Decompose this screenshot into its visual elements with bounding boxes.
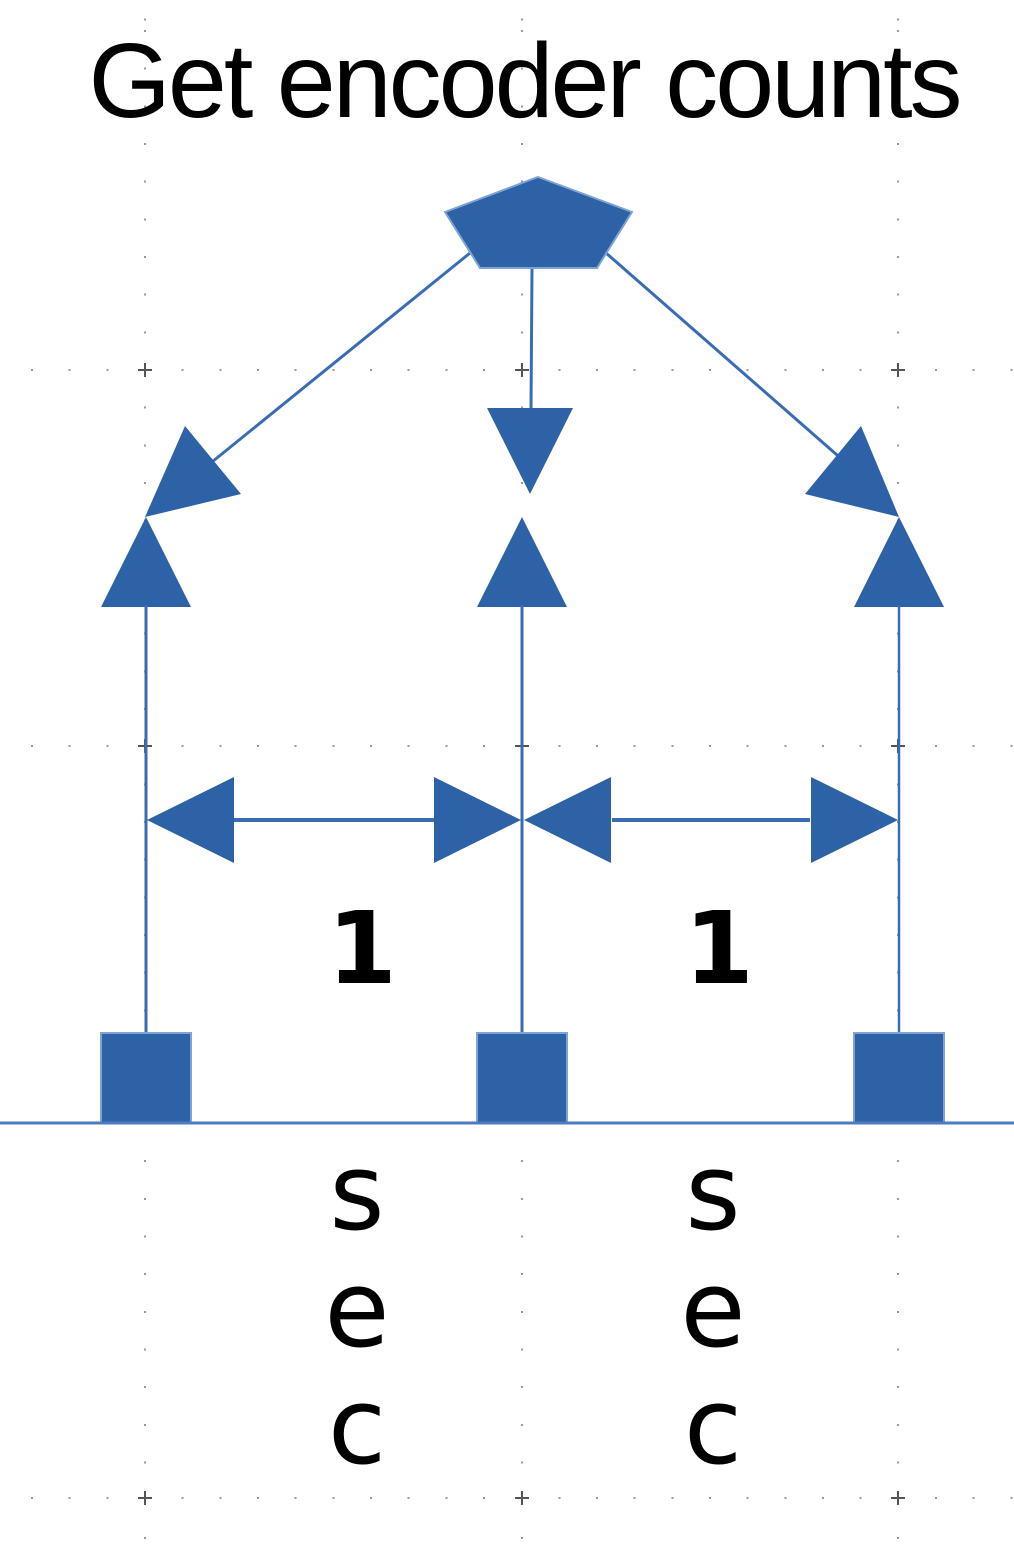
grid-cross [138,363,152,377]
diagram-title: Get encoder counts [88,22,962,140]
pulse-square-left [100,1032,192,1124]
branch-connector-center [529,267,534,410]
up-arrowhead-center [477,517,567,607]
pulse-square-center [476,1032,568,1124]
up-arrowhead-right [854,517,944,607]
interval-arrow-left-head-right [434,777,521,863]
interval-value-right: 1 [684,890,754,1007]
up-arrowhead-left [101,517,191,607]
grid-cross [515,1491,529,1505]
diagonal-arrowhead-right [805,426,899,517]
interval-arrow-right-head-left [524,777,611,863]
grid-cross [891,1491,905,1505]
interval-unit-right: s e c [680,1131,746,1488]
interval-arrow-right-head-right [811,777,898,863]
down-arrowhead-center [487,408,573,494]
diagonal-arrowhead-left [145,426,241,517]
interval-arrow-right [524,777,898,863]
start-pentagon [443,175,634,269]
grid-row-middle [0,745,1014,747]
interval-value-left: 1 [327,890,397,1007]
pulse-square-right [853,1032,945,1124]
interval-unit-left: s e c [324,1131,390,1488]
grid-row-top [0,369,1014,371]
grid-cross [515,363,529,377]
branch-connector-right [605,251,846,464]
interval-arrow-left-head-left [147,777,234,863]
branch-connector-left [206,251,471,468]
grid-row-bottom [0,1497,1014,1499]
grid-cross [138,1491,152,1505]
interval-arrow-left [147,777,521,863]
grid-cross [891,363,905,377]
